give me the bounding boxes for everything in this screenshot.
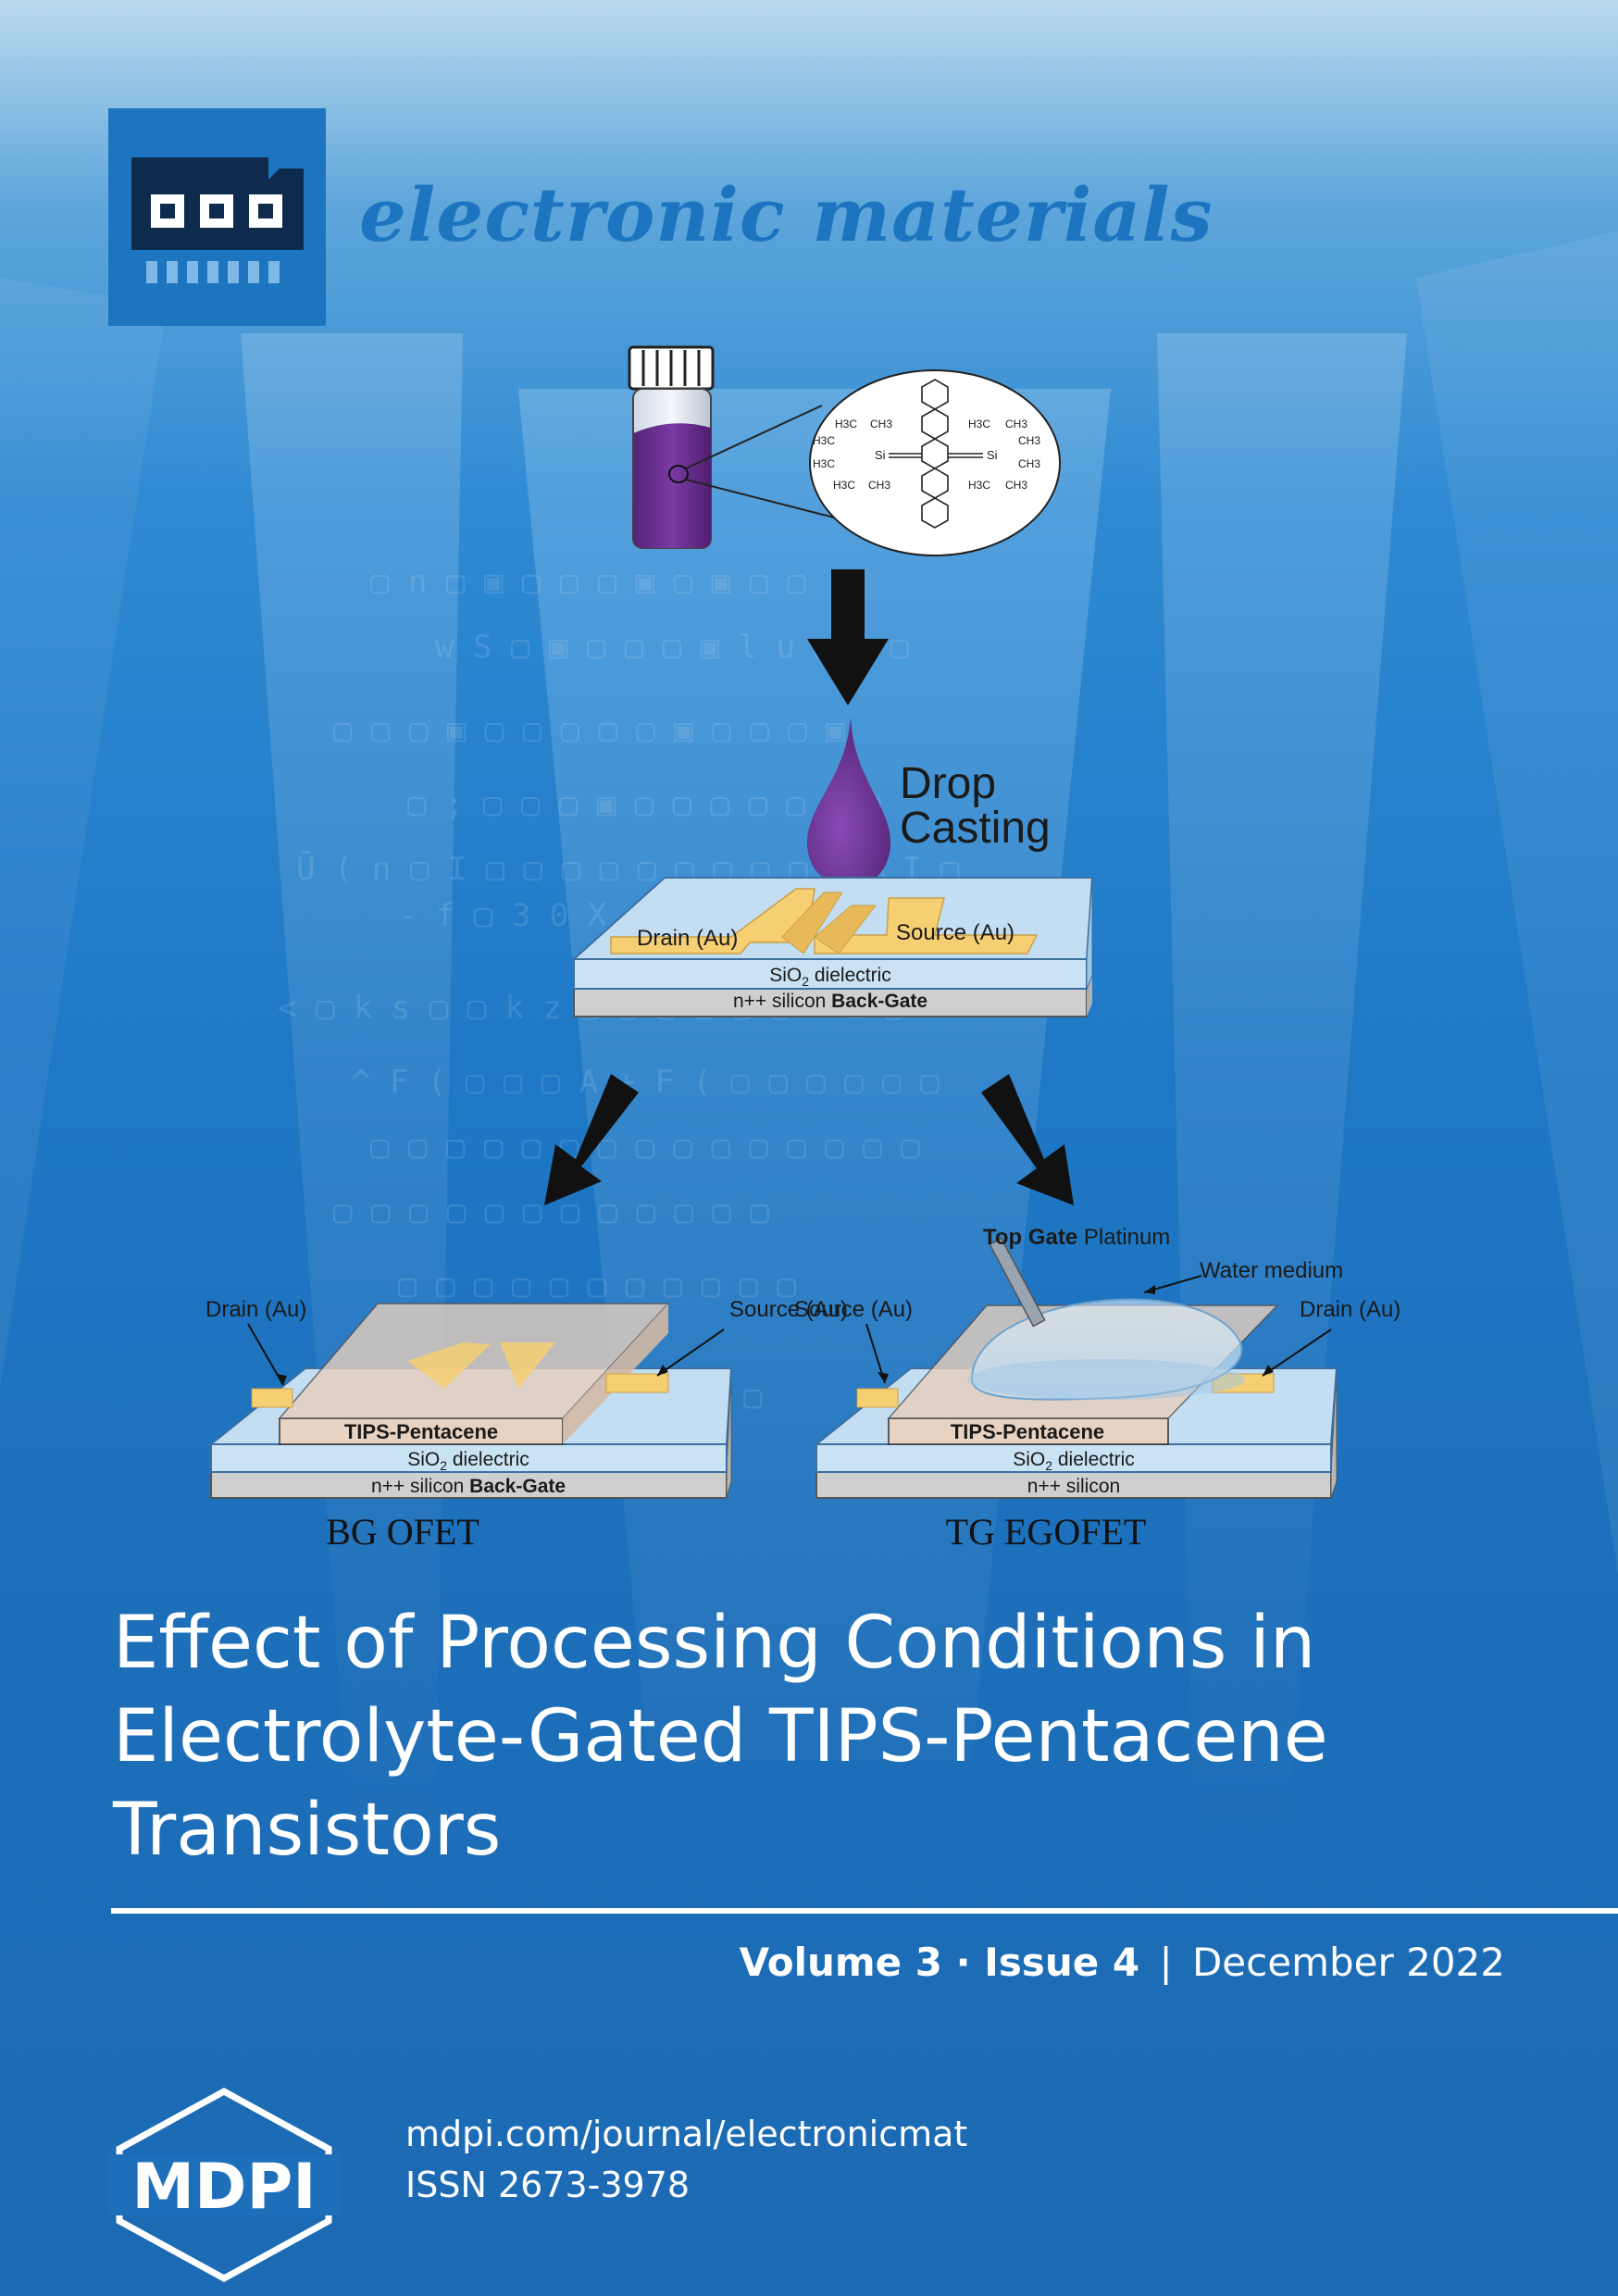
- arrow-to-bg-icon: [544, 1074, 639, 1205]
- issn-label: ISSN 2673-3978: [405, 2165, 691, 2205]
- solution-drop: Drop Casting: [807, 718, 1051, 887]
- top-dielectric-label: SiO2 dielectric: [769, 965, 891, 989]
- arrow-to-tg-icon: [981, 1074, 1074, 1205]
- methyl-label: CH3: [1005, 479, 1027, 492]
- article-title-line-2: Electrolyte-Gated TIPS-Pentacene: [113, 1695, 1328, 1778]
- tips-pentacene-molecule: Si Si H3C CH3 H3C H3C H3C CH3 H3C CH3 CH…: [809, 369, 1061, 556]
- tg-drain-label: Drain (Au): [1300, 1297, 1400, 1322]
- bg-drain-label: Drain (Au): [205, 1297, 306, 1322]
- methyl-label: CH3: [1018, 434, 1040, 447]
- mdpi-logo-icon: MDPI: [108, 2088, 340, 2282]
- top-device: Drain (Au) Source (Au) n++ silicon Back-…: [571, 877, 1094, 1017]
- methyl-label: H3C: [968, 479, 990, 492]
- top-drain-label: Drain (Au): [637, 926, 738, 951]
- bg-ofet-caption: BG OFET: [326, 1511, 479, 1553]
- methyl-label: H3C: [833, 479, 855, 492]
- journal-url-link[interactable]: mdpi.com/journal/electronicmat: [405, 2114, 968, 2154]
- methyl-label: H3C: [835, 418, 857, 430]
- methyl-label: H3C: [968, 418, 990, 430]
- svg-text:▢ ▢ ▢ ▢ ▢ ▢ ▢ ▢ ▢ ▢ ▢ ▢ ▢ ▢ ▢: ▢ ▢ ▢ ▢ ▢ ▢ ▢ ▢ ▢ ▢ ▢ ▢ ▢ ▢ ▢: [370, 1129, 920, 1166]
- drop-casting-label-1: Drop: [900, 759, 996, 808]
- bg-source-label: Source (Au): [729, 1297, 848, 1322]
- down-arrow-icon: [807, 569, 889, 705]
- methyl-label: CH3: [1018, 457, 1040, 470]
- mdpi-logo-text: MDPI: [131, 2151, 316, 2224]
- tg-substrate-label: n++ silicon: [1027, 1476, 1120, 1497]
- journal-title: electronic materials: [359, 171, 1214, 258]
- methyl-label: H3C: [813, 457, 835, 470]
- issue-date: December 2022: [1191, 1940, 1505, 1985]
- article-title-line-3: Transistors: [113, 1789, 502, 1872]
- bg-semiconductor-label: TIPS-Pentacene: [344, 1420, 498, 1443]
- svg-text:▢ ▢ ▢ ▣ ▢ ▢ ▢ ▢ ▢ ▣ ▢ ▢ ▢ ▣: ▢ ▢ ▢ ▣ ▢ ▢ ▢ ▢ ▢ ▣ ▢ ▢ ▢ ▣: [333, 712, 845, 749]
- svg-text:▢ ; ▢ ▢ ▢ ▣ ▢ ▢ ▢ ▢ ▢ ▢ ▢: ▢ ; ▢ ▢ ▢ ▣ ▢ ▢ ▢ ▢ ▢ ▢ ▢: [407, 786, 881, 823]
- article-title-line-1: Effect of Processing Conditions in: [113, 1602, 1316, 1685]
- title-divider: [111, 1908, 1618, 1914]
- top-source-label: Source (Au): [896, 920, 1014, 945]
- tg-dielectric-label: SiO2 dielectric: [1013, 1449, 1135, 1473]
- volume-label: Volume 3: [739, 1940, 943, 1985]
- tg-top-gate-label: Top Gate Platinum: [983, 1225, 1170, 1250]
- tg-water-label: Water medium: [1200, 1258, 1343, 1283]
- svg-text:^ F ( ▢ ▢ ▢ A + F ( ▢ ▢ ▢ ▢ ▢: ^ F ( ▢ ▢ ▢ A + F ( ▢ ▢ ▢ ▢ ▢ ▢: [352, 1064, 940, 1101]
- article-title: Effect of Processing Conditions in Elect…: [113, 1597, 1557, 1878]
- drop-casting-label-2: Casting: [900, 804, 1051, 853]
- methyl-label: CH3: [870, 418, 892, 430]
- svg-text:▢ n ▢ ▣ ▢ ▢ ▢ ▣ ▢ ▣ ▢ ▢: ▢ n ▢ ▣ ▢ ▢ ▢ ▣ ▢ ▣ ▢ ▢: [370, 564, 806, 601]
- solution-vial: [628, 345, 839, 549]
- issue-separator-dot: ·: [942, 1940, 985, 1985]
- top-substrate-label: n++ silicon Back-Gate: [733, 991, 927, 1012]
- issue-label: Issue 4: [984, 1940, 1140, 1985]
- bg-substrate-label: n++ silicon Back-Gate: [371, 1476, 566, 1497]
- tg-egofet-device: Top Gate Platinum Water medium Source (A…: [794, 1225, 1400, 1553]
- silicon-label-right: Si: [987, 448, 998, 462]
- methyl-label: CH3: [1005, 418, 1027, 430]
- methyl-label: CH3: [868, 479, 890, 492]
- tg-semiconductor-label: TIPS-Pentacene: [951, 1420, 1104, 1443]
- methyl-label: H3C: [813, 434, 835, 447]
- bg-dielectric-label: SiO2 dielectric: [407, 1449, 529, 1473]
- issue-info: Volume 3 · Issue 4 | December 2022: [740, 1940, 1505, 1985]
- issue-divider: |: [1159, 1940, 1173, 1985]
- svg-text:▢ ▢ ▢ ▢ ▢ ▢ ▢ ▢ ▢ ▢ ▢: ▢ ▢ ▢ ▢ ▢ ▢ ▢ ▢ ▢ ▢ ▢: [398, 1267, 796, 1304]
- tg-source-label: Source (Au): [794, 1297, 913, 1322]
- journal-logo-icon: [108, 108, 326, 326]
- tg-egofet-caption: TG EGOFET: [946, 1511, 1147, 1553]
- silicon-label-left: Si: [875, 448, 886, 462]
- bg-ofet-device: Drain (Au) Source (Au) TIPS-Pentacene Si…: [205, 1297, 848, 1553]
